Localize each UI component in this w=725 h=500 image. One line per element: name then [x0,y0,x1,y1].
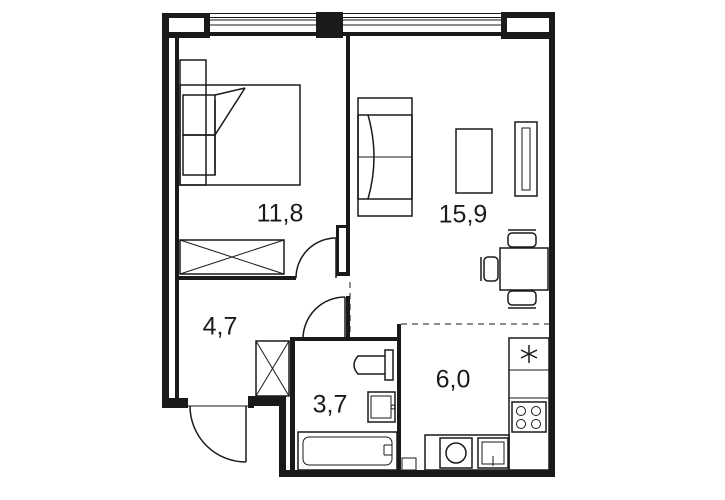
radiator-icon [401,457,417,471]
tv-icon [514,121,538,197]
door-swing-icon [188,237,346,463]
area-label-bathroom: 3,7 [313,391,348,419]
kitchen-counter [424,337,550,471]
kitchen-sink-icon [477,437,509,469]
zone-boundaries [349,282,549,337]
outer-walls [162,12,555,477]
dining-table-icon [499,247,549,291]
area-label-hall: 4,7 [203,313,238,341]
sofa-icon [357,97,413,217]
stove-icon [511,401,547,433]
washing-machine-icon [439,437,473,469]
area-label-living: 15,9 [439,201,488,229]
toilet-icon [353,349,394,381]
coffee-table-icon [455,128,493,194]
ventilation-shaft-icon [255,340,290,397]
bed-icon [179,84,301,186]
area-label-bedroom: 11,8 [257,200,304,228]
fridge-icon [520,345,538,363]
chair-icon [480,229,537,309]
window-icon [210,19,501,26]
wardrobe-icon [179,239,285,275]
bathtub-icon [297,431,398,471]
sink-icon [367,391,396,423]
area-label-kitchen: 6,0 [436,366,471,394]
wardrobe-icon [179,59,207,186]
